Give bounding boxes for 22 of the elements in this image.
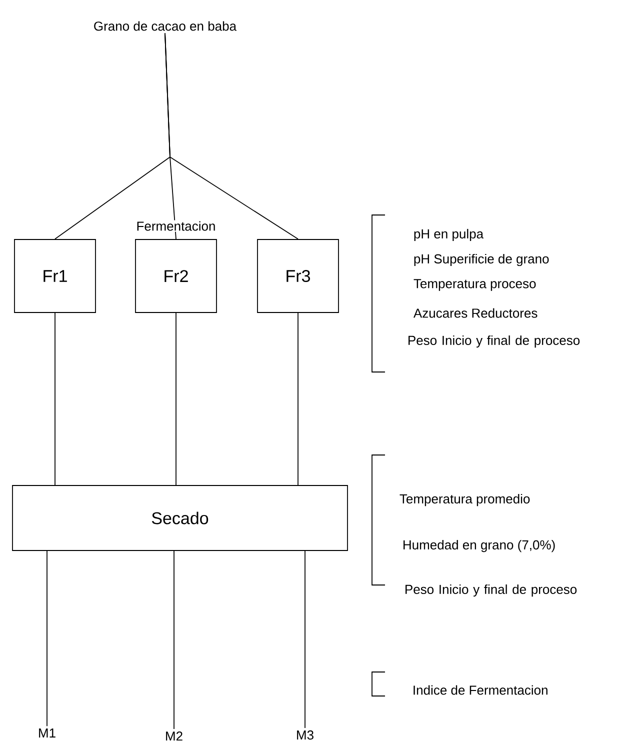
parameter-label: Temperatura promedio [400, 494, 530, 506]
process-box: Secado [12, 485, 348, 551]
parameter-label: Humedad en grano (7,0%) [404, 540, 555, 552]
parameter-label: pH Superificie de grano [414, 254, 549, 266]
parameter-label: Azucares Reductores [413, 308, 538, 318]
connector-line [164, 32, 298, 240]
source-label: Grano de cacao en baba [94, 21, 237, 31]
process-box: Fr1 [14, 239, 96, 313]
process-box: Fr3 [257, 239, 339, 313]
connector-line [54, 312, 56, 486]
parameter-label: Peso Inicio y final de proceso [406, 584, 577, 597]
parameter-label: pH en pulpa [414, 228, 484, 242]
parameter-label: Peso Inicio y final de proceso [408, 335, 580, 348]
parameter-label: Temperatura proceso [414, 279, 536, 291]
sample-label: M1 [39, 728, 56, 738]
process-box: Fr2 [135, 239, 217, 313]
parameter-label: Indice de Fermentacion [414, 685, 548, 695]
connector-line [304, 550, 306, 728]
stage-label: Fermentacion [135, 220, 217, 232]
sample-label: M3 [297, 730, 314, 740]
connector-line [46, 550, 48, 727]
sample-label: M2 [166, 731, 182, 741]
